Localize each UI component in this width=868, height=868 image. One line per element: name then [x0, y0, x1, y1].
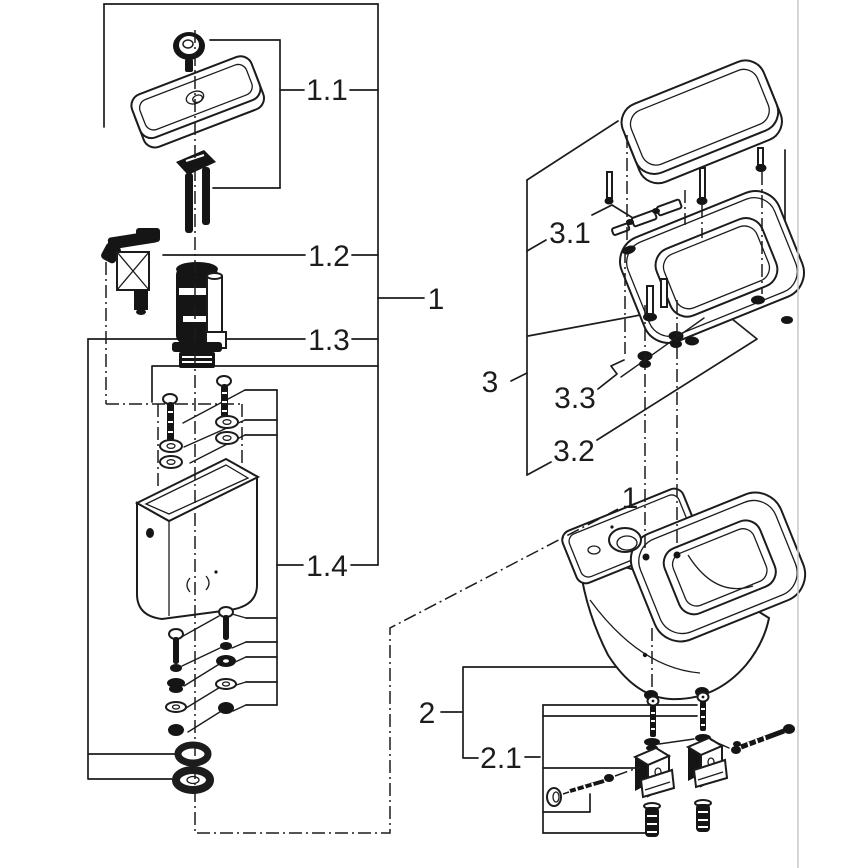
callout-1-2: 1.2	[308, 240, 350, 273]
flush-valve	[172, 262, 227, 368]
floor-fixing-set	[546, 691, 795, 837]
seat-hinges	[611, 198, 683, 255]
callout-labels: 1.1 1.2 1.3 1.4 1 1 2 2.1 3 3.1 3.2 3.3	[306, 74, 638, 775]
cistern-tank	[134, 457, 261, 621]
callout-3-2: 3.2	[553, 435, 595, 468]
tank-fixing-bolts-top	[159, 375, 239, 469]
seat-ring-pegs	[646, 278, 668, 315]
seat-lid-screws	[604, 147, 767, 205]
callout-1-1: 1.1	[306, 74, 348, 107]
callout-3-3: 3.3	[554, 382, 596, 415]
callout-1-on-bowl: 1	[622, 482, 639, 515]
cistern-lid	[130, 55, 265, 149]
flush-valve-seals	[172, 741, 214, 794]
toilet-bowl	[561, 487, 807, 701]
seat-ring	[611, 190, 805, 346]
flush-push-rod	[176, 150, 216, 233]
tank-fasteners-bottom	[165, 606, 237, 736]
callout-1: 1	[428, 283, 445, 316]
bowl-rim	[629, 491, 807, 643]
push-button	[173, 32, 205, 72]
centerlines	[105, 30, 763, 834]
seat-lid	[620, 59, 783, 185]
callout-3: 3	[482, 366, 499, 399]
seat-ring-feet	[643, 295, 793, 346]
callout-1-3: 1.3	[308, 324, 350, 357]
callout-2: 2	[419, 697, 436, 730]
flush-inlet-hole	[608, 527, 642, 553]
front-leader-lines	[620, 317, 730, 749]
callout-2-1: 2.1	[480, 742, 522, 775]
fill-valve	[101, 228, 160, 315]
seat-fixing-nuts	[637, 331, 684, 368]
callout-1-4: 1.4	[306, 550, 348, 583]
callout-3-1: 3.1	[549, 217, 591, 250]
